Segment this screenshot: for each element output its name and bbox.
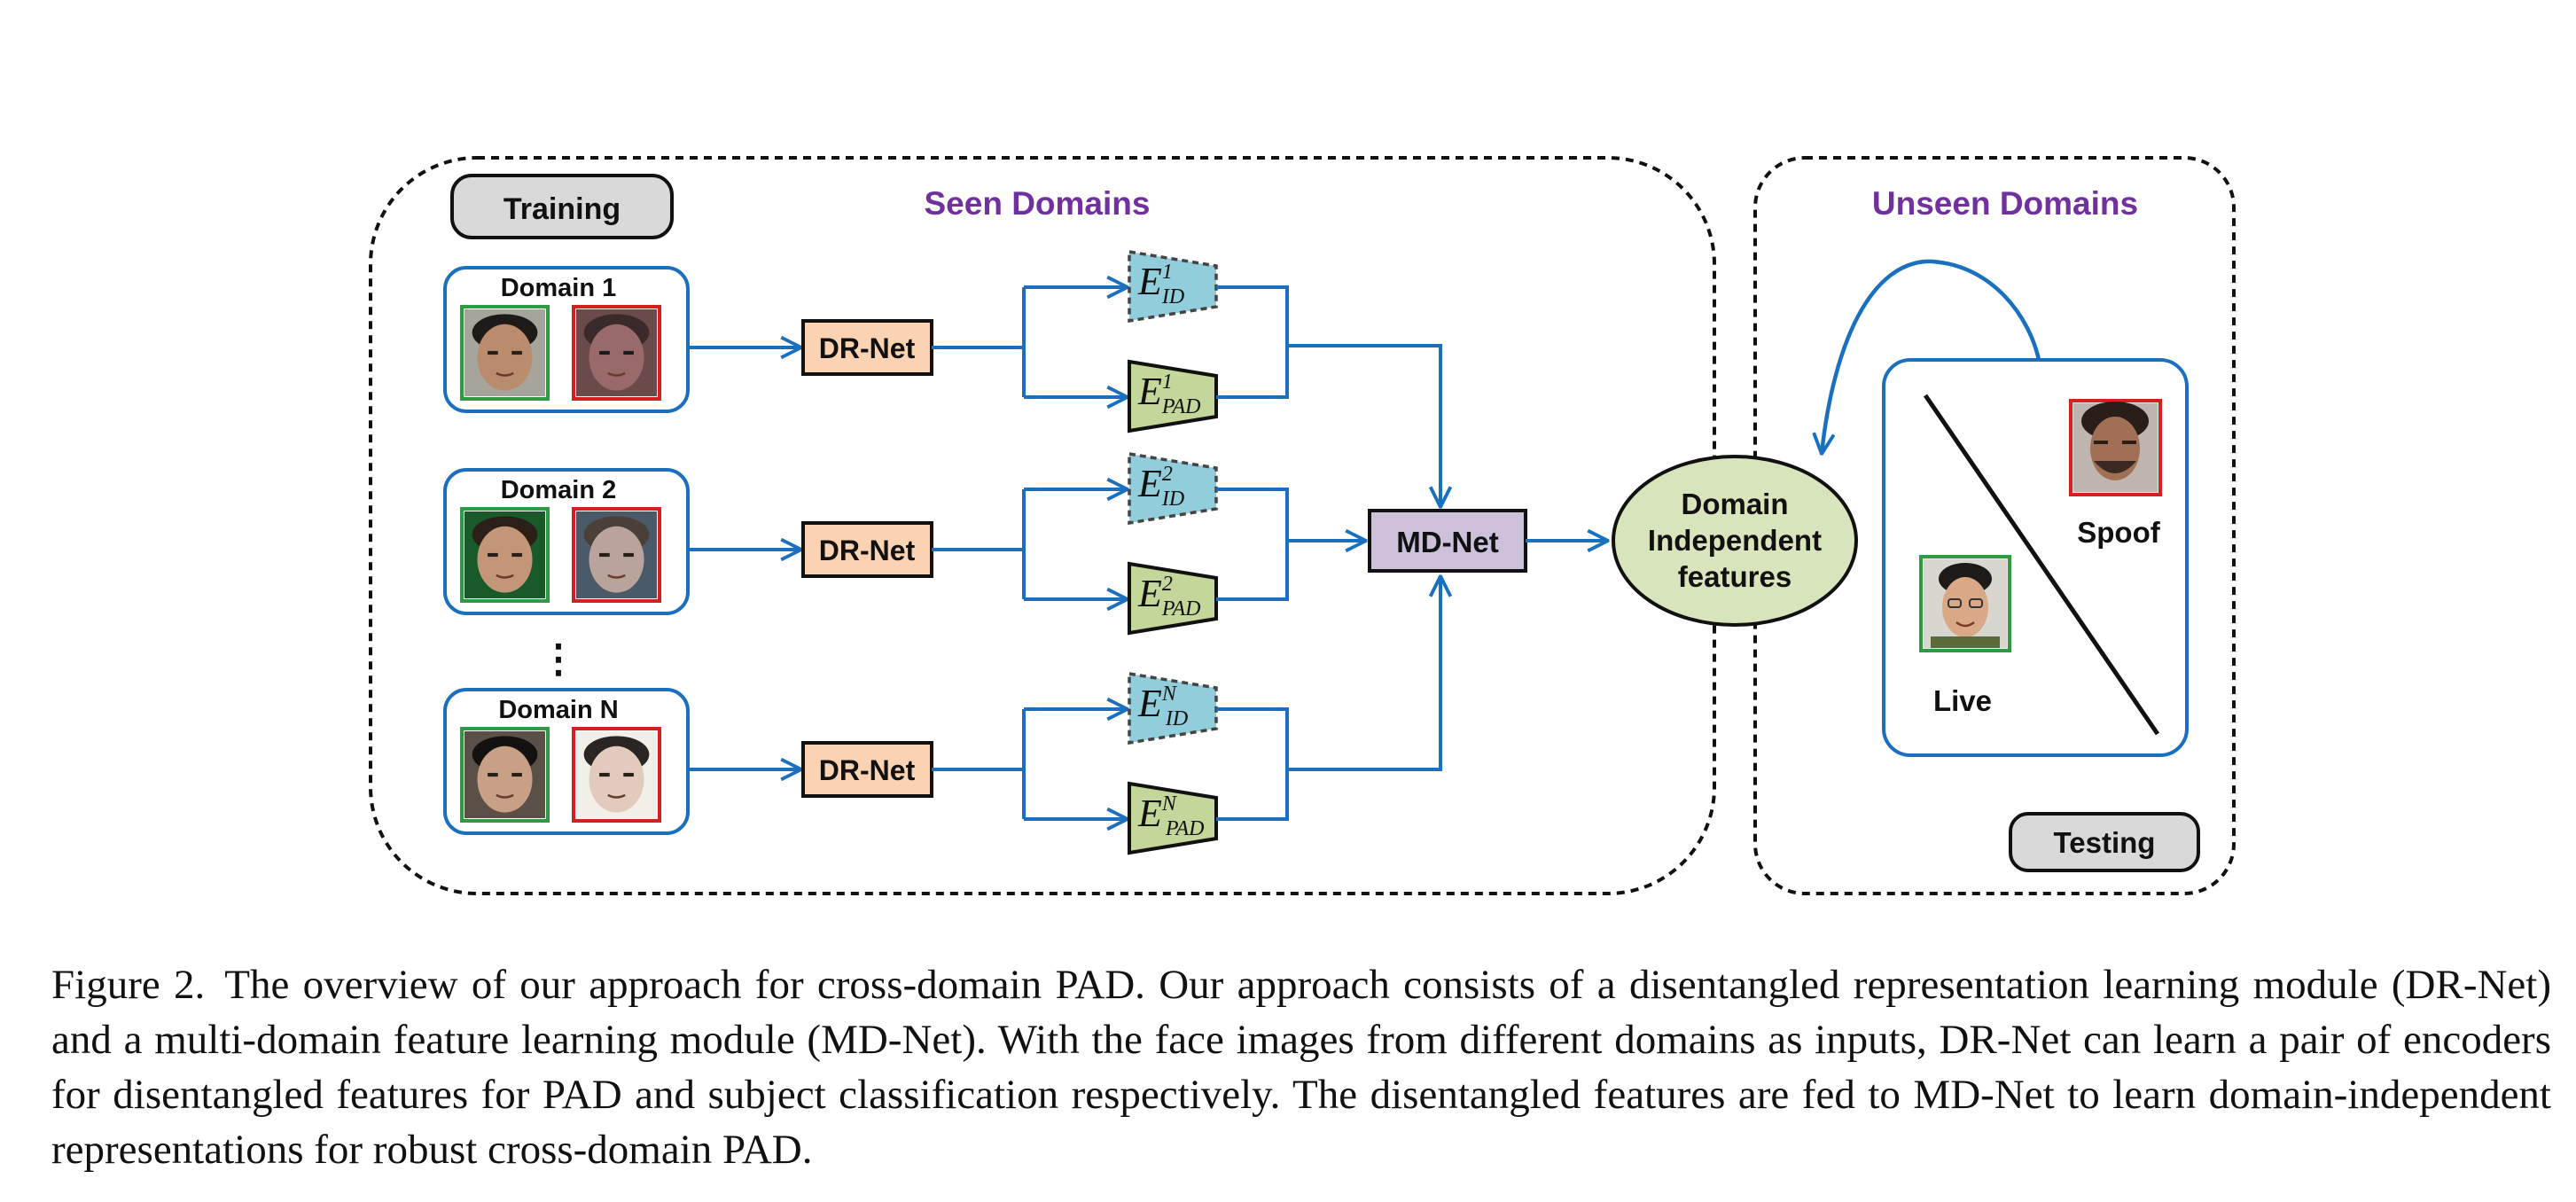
spoof-face-sample bbox=[572, 727, 661, 823]
spoof-face-sample bbox=[572, 507, 661, 603]
domain-box bbox=[443, 266, 690, 413]
spoof-face-sample bbox=[572, 305, 661, 401]
dr-net-block bbox=[801, 521, 933, 578]
pad-encoder bbox=[1128, 359, 1218, 433]
dr-net-block bbox=[801, 319, 933, 376]
testing-tag-label: Testing bbox=[2054, 826, 2156, 859]
figure-caption-text: The overview of our approach for cross-d… bbox=[51, 962, 2552, 1173]
seen-domains-title: Seen Domains bbox=[925, 185, 1151, 222]
domain-independent-features bbox=[1612, 455, 1858, 627]
encoder-join-line bbox=[1216, 285, 1289, 399]
unseen-domains-title: Unseen Domains bbox=[1872, 185, 2138, 222]
dr-net-block bbox=[801, 741, 933, 798]
training-tag-label: Training bbox=[503, 192, 621, 226]
dr-net-label: DR-Net bbox=[819, 754, 916, 786]
domain-label: Domain N bbox=[498, 696, 618, 724]
features-line-2: Independent bbox=[1648, 524, 1822, 557]
features-line-1: Domain bbox=[1681, 488, 1788, 520]
testing-tag bbox=[2009, 812, 2200, 872]
live-label: Live bbox=[1933, 684, 1992, 717]
md-net-label: MD-Net bbox=[1396, 526, 1498, 558]
pad-encoder bbox=[1128, 781, 1218, 855]
training-tag bbox=[450, 174, 674, 239]
features-line-3: features bbox=[1678, 560, 1791, 593]
pad-overview-diagram: Training Testing Seen Domains Unseen Dom… bbox=[369, 156, 2236, 895]
dr-net-label: DR-Net bbox=[819, 332, 916, 364]
domain-box bbox=[443, 688, 690, 835]
id-encoder bbox=[1128, 451, 1218, 526]
training-panel bbox=[369, 156, 1716, 895]
spoof-label: Spoof bbox=[2077, 516, 2160, 549]
domain-label: Domain 1 bbox=[501, 274, 617, 302]
dr-net-label: DR-Net bbox=[819, 535, 916, 566]
domain-box bbox=[443, 468, 690, 615]
encoder-join-line bbox=[1216, 488, 1289, 601]
test-sample-box bbox=[1882, 358, 2189, 757]
spoof-face bbox=[2069, 399, 2162, 496]
merge-arrow-bottom bbox=[1287, 576, 1440, 771]
domain-ellipsis: ⋮ bbox=[539, 637, 578, 681]
merge-arrow-top bbox=[1287, 344, 1440, 507]
id-encoder bbox=[1128, 249, 1218, 324]
live-face bbox=[1919, 555, 2011, 652]
encoder-join-line bbox=[1216, 707, 1289, 821]
live-face-sample bbox=[460, 727, 550, 823]
live-face-sample bbox=[460, 507, 550, 603]
figure-caption: Figure 2.The overview of our approach fo… bbox=[51, 957, 2551, 1177]
figure-label: Figure 2. bbox=[51, 962, 206, 1008]
pad-encoder bbox=[1128, 561, 1218, 636]
decision-boundary bbox=[1923, 394, 2160, 736]
id-encoder bbox=[1128, 671, 1218, 745]
domain-label: Domain 2 bbox=[501, 476, 617, 504]
live-face-sample bbox=[460, 305, 550, 401]
feedback-arrow bbox=[1822, 259, 2041, 454]
